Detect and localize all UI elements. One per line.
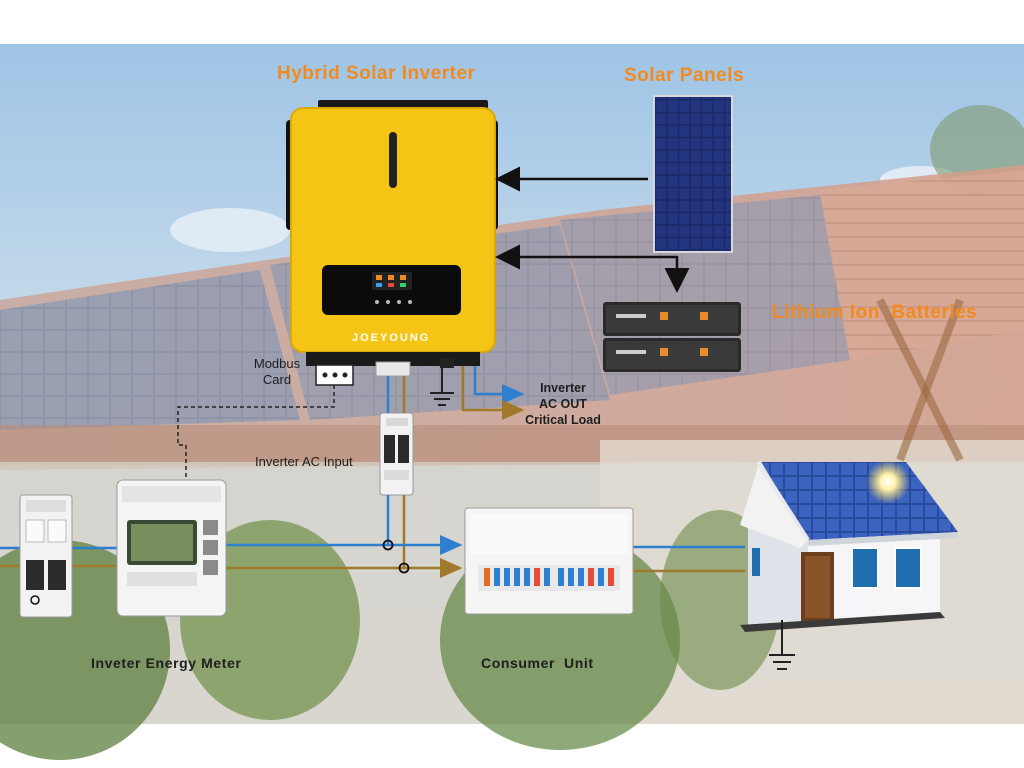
batteries-label: Lithium Ion Batteries (772, 302, 978, 323)
ac-input-label: Inverter AC Input (255, 454, 353, 469)
ac-out-label: Inverter AC OUT Critical Load (510, 380, 616, 428)
inverter-brand-label: JOEYOUNG (352, 332, 431, 344)
inverter-to-breaker-wires (386, 376, 406, 568)
main-ac-wires (0, 535, 745, 578)
modbus-line-1: Modbus (253, 356, 301, 371)
energy-meter-label: Inveter Energy Meter (91, 655, 242, 671)
modbus-card (177, 364, 354, 480)
junction-points (382, 539, 410, 574)
energy-meter (116, 479, 227, 617)
consumer-unit (464, 507, 634, 615)
solar-panel (653, 95, 733, 253)
sun-glow-icon (866, 460, 910, 504)
ground-symbol-icon (430, 368, 454, 406)
consumer-unit-label: Consumer Unit (481, 655, 594, 671)
dc-connections (495, 166, 690, 293)
inverter-title: Hybrid Solar Inverter (277, 63, 476, 84)
ac-input-breaker (379, 412, 414, 496)
modbus-line-2: Card (262, 372, 292, 387)
hybrid-inverter (286, 100, 498, 377)
ac-out-line-2: AC OUT (539, 397, 587, 411)
house (740, 460, 958, 632)
house-ground-icon (769, 620, 795, 670)
ac-out-wires (461, 366, 525, 420)
solar-panels-label: Solar Panels (624, 65, 745, 86)
modbus-card-label: Modbus Card (250, 356, 304, 388)
ac-out-line-3: Critical Load (525, 413, 601, 427)
ac-out-line-1: Inverter (540, 381, 586, 395)
battery-stack (603, 302, 741, 372)
main-breaker (19, 494, 73, 618)
